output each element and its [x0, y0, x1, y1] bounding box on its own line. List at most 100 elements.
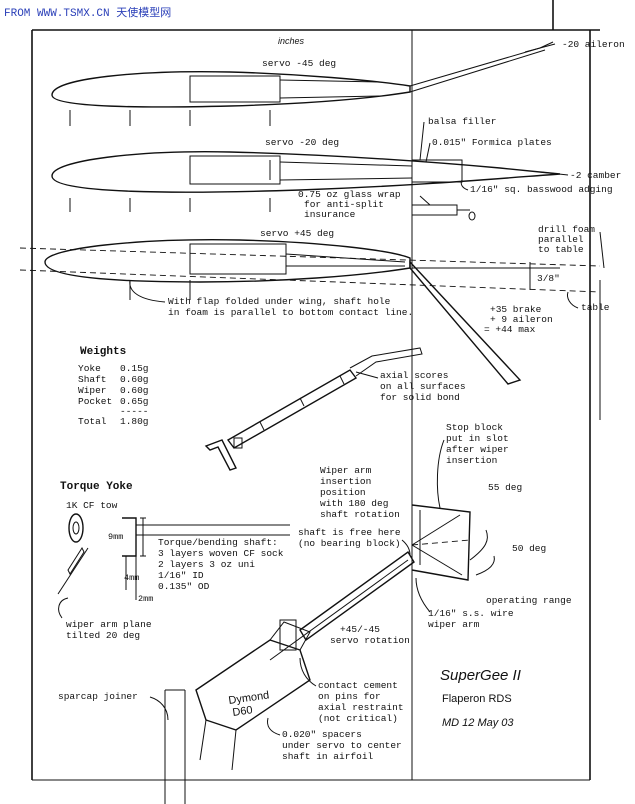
shaft-spec-line-5: 0.135" OD [158, 581, 210, 592]
servo-name-line-1: Dymond [228, 689, 270, 707]
camber-leader [539, 171, 569, 176]
servo-mechanism [195, 504, 495, 771]
author-date: MD 12 May 03 [442, 717, 514, 729]
spacers-line-3: shaft in airfoil [282, 751, 374, 762]
drill-foam-line-1: drill foam [538, 224, 595, 235]
drill-foam-line-3: to table [538, 244, 584, 255]
flap-note-line-2: in foam is parallel to bottom contact li… [168, 307, 413, 318]
glass-wrap-detail [411, 195, 476, 221]
free-shaft-line-2: (no bearing block) [298, 538, 401, 549]
contact-cement-line-3: axial restraint [318, 702, 404, 713]
torque-yoke-title: Torque Yoke [60, 481, 133, 493]
weights-total-value: 1.80g [120, 416, 149, 427]
airfoil-section-3 [19, 239, 601, 385]
shaft-spec-line-2: 3 layers woven CF sock [158, 548, 284, 559]
shaft-assembly [204, 347, 423, 471]
balsa-filler-label: balsa filler [428, 116, 496, 127]
shaft-spec-line-3: 2 layers 3 oz uni [158, 559, 255, 570]
aileron-leader [524, 43, 556, 53]
spacers-line-2: under servo to center [282, 740, 402, 751]
weights-row-value: 0.65g [120, 396, 149, 407]
flap-note-leader [129, 279, 166, 303]
contact-cement-leader [299, 657, 317, 687]
ss-wire-line-1: 1/16" s.s. wire [428, 608, 514, 619]
servo-rotation-line-1: +45/-45 [340, 624, 380, 635]
weights-row-name: Wiper [78, 385, 107, 396]
contact-cement-line-4: (not critical) [318, 713, 398, 724]
weights-row-name: Shaft [78, 374, 107, 385]
airfoil-2-note: -2 camber [570, 170, 621, 181]
weights-total-label: Total [78, 416, 107, 427]
table-label: table [581, 302, 610, 313]
weights-row-value: 0.15g [120, 363, 149, 374]
formica-leader [425, 142, 431, 163]
basswood-label: 1/16" sq. basswood adging [470, 184, 613, 195]
wiper-insertion-line-5: shaft rotation [320, 509, 400, 520]
glass-wrap-line-2: for anti-split [304, 199, 384, 210]
airfoil-3-servo-label: servo +45 deg [260, 228, 334, 239]
weights-row-value: 0.60g [120, 374, 149, 385]
balsa-leader [419, 121, 425, 161]
travel-line-1: +35 brake [490, 304, 542, 315]
free-shaft-line-1: shaft is free here [298, 527, 401, 538]
weights-table: Weights Yoke 0.15g Shaft 0.60g Wiper 0.6… [78, 346, 149, 427]
axial-scores-line-3: for solid bond [380, 392, 460, 403]
units-label: inches [278, 36, 305, 46]
shaft-spec-line-1: Torque/bending shaft: [158, 537, 278, 548]
wiper-plane-leader [58, 597, 69, 619]
drawing-subtitle: Flaperon RDS [442, 693, 512, 705]
contact-cement-line-2: on pins for [318, 691, 381, 702]
airfoil-1-servo-label: servo -45 deg [262, 58, 336, 69]
weights-title: Weights [80, 346, 126, 358]
dim-2mm: 2mm [138, 594, 153, 604]
weights-row-name: Pocket [78, 396, 112, 407]
torque-yoke: Torque Yoke 1K CF tow [57, 481, 290, 600]
angle-50: 50 deg [512, 543, 546, 554]
airfoil-section-1 [51, 41, 554, 108]
travel-line-2: + 9 aileron [490, 314, 553, 325]
stop-block-line-3: after wiper [446, 444, 509, 455]
drill-foam-line-2: parallel [538, 234, 584, 245]
wiper-plane-line-1: wiper arm plane [66, 619, 152, 630]
shaft-spec-line-4: 1/16" ID [158, 570, 204, 581]
table-leader [567, 291, 579, 309]
wiper-insertion-line-3: position [320, 487, 366, 498]
airfoil-1-note: -20 aileron [562, 39, 625, 50]
axial-scores-line-2: on all surfaces [380, 381, 466, 392]
frame-lines [31, 0, 601, 804]
title-block: SuperGee II Flaperon RDS MD 12 May 03 [440, 667, 521, 729]
dim-4mm: 4mm [124, 573, 139, 583]
servo-name-line-2: D60 [232, 704, 254, 719]
weights-rule: ----- [120, 406, 149, 417]
axial-scores-line-1: axial scores [380, 370, 448, 381]
glass-wrap-line-3: insurance [304, 209, 356, 220]
basswood-leader [460, 179, 469, 191]
glass-wrap-line-1: 0.75 oz glass wrap [298, 189, 401, 200]
drill-foam-leader [599, 231, 605, 269]
stop-block-line-2: put in slot [446, 433, 509, 444]
sparcap-leader [149, 696, 169, 721]
airfoil-2-servo-label: servo -20 deg [265, 137, 339, 148]
ss-wire-leader [415, 577, 431, 613]
contact-cement-line-1: contact cement [318, 680, 398, 691]
operating-range-label: operating range [486, 595, 572, 606]
wiper-plane-line-2: tilted 20 deg [66, 630, 140, 641]
servo-rotation-line-2: servo rotation [330, 635, 410, 646]
flap-note-line-1: With flap folded under wing, shaft hole [168, 296, 391, 307]
dim-9mm: 9mm [108, 532, 123, 542]
stop-block-line-1: Stop block [446, 422, 503, 433]
wiper-insertion-line-4: with 180 deg [320, 498, 388, 509]
offset-label: 3/8" [537, 273, 560, 284]
sparcap-label: sparcap joiner [58, 691, 138, 702]
travel-line-3: = +44 max [484, 324, 536, 335]
angle-55: 55 deg [488, 482, 522, 493]
stop-block-leader [436, 439, 445, 509]
weights-row-value: 0.60g [120, 385, 149, 396]
wiper-insertion-line-2: insertion [320, 476, 371, 487]
formica-label: 0.015" Formica plates [432, 137, 552, 148]
axial-scores-leader [355, 371, 379, 379]
wiper-insertion-line-1: Wiper arm [320, 465, 372, 476]
watermark: FROM WWW.TSMX.CN 天使模型网 [4, 5, 171, 20]
stop-block-line-4: insertion [446, 455, 497, 466]
